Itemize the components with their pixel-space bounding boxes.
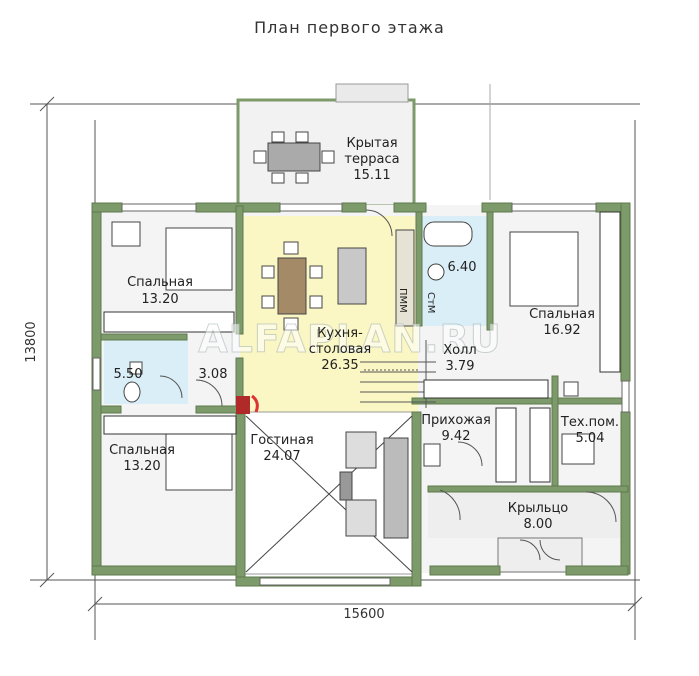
fireplace-icon	[236, 394, 259, 414]
windows	[92, 203, 630, 586]
plan-title: План первого этажа	[254, 18, 445, 37]
wardrobes	[103, 211, 621, 483]
room-area: 5.50	[114, 367, 143, 382]
room-area: 3.08	[199, 367, 228, 382]
room-name: Гостиная	[250, 433, 313, 448]
dishwasher-label: ПММ	[397, 288, 408, 313]
room-area: 16.92	[543, 323, 580, 338]
watermark-text: ALFAPLAN.RU	[198, 317, 501, 361]
room-area: 15.11	[353, 168, 390, 183]
stairs	[360, 340, 436, 408]
room-name: Спальная	[529, 307, 595, 322]
room-labels: Крытая терраса 15.11 Спальная 13.20 Кухн…	[109, 136, 619, 532]
room-name: Кухня-	[317, 326, 363, 341]
doors	[159, 209, 617, 561]
room-name: Крыльцо	[508, 501, 569, 516]
room-area: 26.35	[321, 358, 358, 373]
room-area: 5.04	[576, 431, 605, 446]
room-area: 8.00	[524, 517, 553, 532]
room-name: Спальная	[127, 275, 193, 290]
furniture	[111, 131, 595, 539]
width-dimension: 15600	[343, 607, 384, 622]
room-name: Холл	[443, 343, 476, 358]
room-area: 24.07	[263, 449, 300, 464]
room-area: 9.42	[442, 429, 471, 444]
room-area: 6.40	[448, 260, 477, 275]
wc-floor	[104, 340, 188, 404]
room-area: 13.20	[123, 459, 160, 474]
height-dimension: 13800	[24, 321, 39, 362]
washer-label: СтМ	[425, 292, 436, 313]
room-area: 3.79	[446, 359, 475, 374]
room-name: Крытая	[346, 136, 397, 151]
room-name: столовая	[309, 342, 371, 357]
room-name: Тех.пом.	[560, 415, 619, 430]
kitchen-floor	[240, 216, 418, 412]
room-name: Прихожая	[421, 413, 491, 428]
room-name: терраса	[344, 152, 399, 167]
room-name: Спальная	[109, 443, 175, 458]
room-area: 13.20	[141, 292, 178, 307]
